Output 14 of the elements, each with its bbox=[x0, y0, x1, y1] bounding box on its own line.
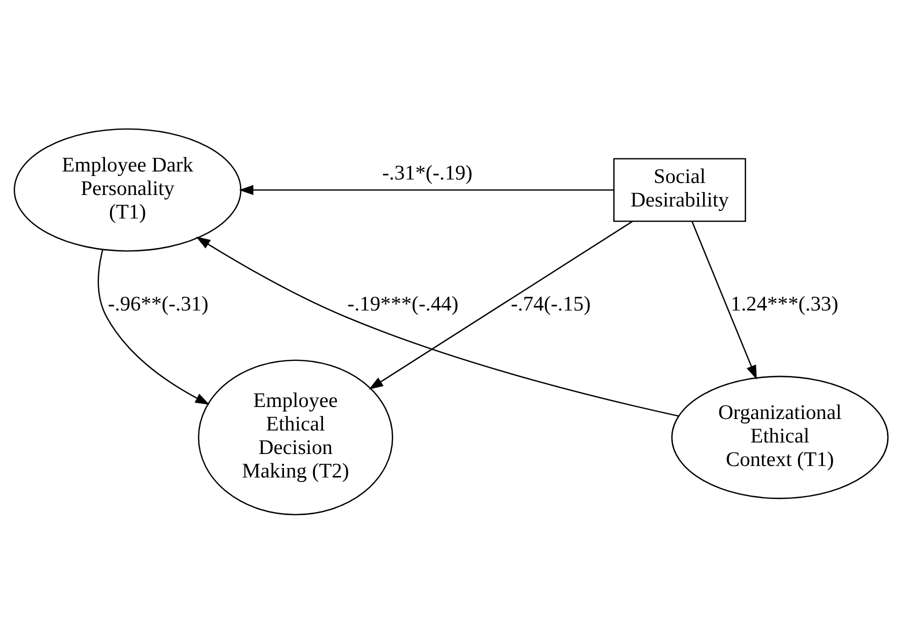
arrow bbox=[690, 220, 756, 380]
edge-label: 1.24***(.33) bbox=[730, 290, 838, 315]
node-box: Social Desirability bbox=[612, 158, 746, 222]
edge-label: -.74(-.15) bbox=[510, 290, 590, 315]
edge-label: -.96**(-.31) bbox=[107, 290, 208, 315]
node-ellipse: Employee Dark Personality (T1) bbox=[13, 128, 241, 252]
arrow bbox=[238, 184, 614, 194]
edge-label: -.31*(-.19) bbox=[382, 160, 472, 184]
edge-label: -.19***(-.44) bbox=[346, 290, 458, 315]
node-ellipse: Employee Ethical Decision Making (T2) bbox=[197, 359, 393, 515]
arrow bbox=[195, 236, 679, 416]
node-ellipse: Organizational Ethical Context (T1) bbox=[670, 375, 888, 499]
arrow bbox=[368, 220, 632, 389]
arrow bbox=[97, 249, 210, 404]
